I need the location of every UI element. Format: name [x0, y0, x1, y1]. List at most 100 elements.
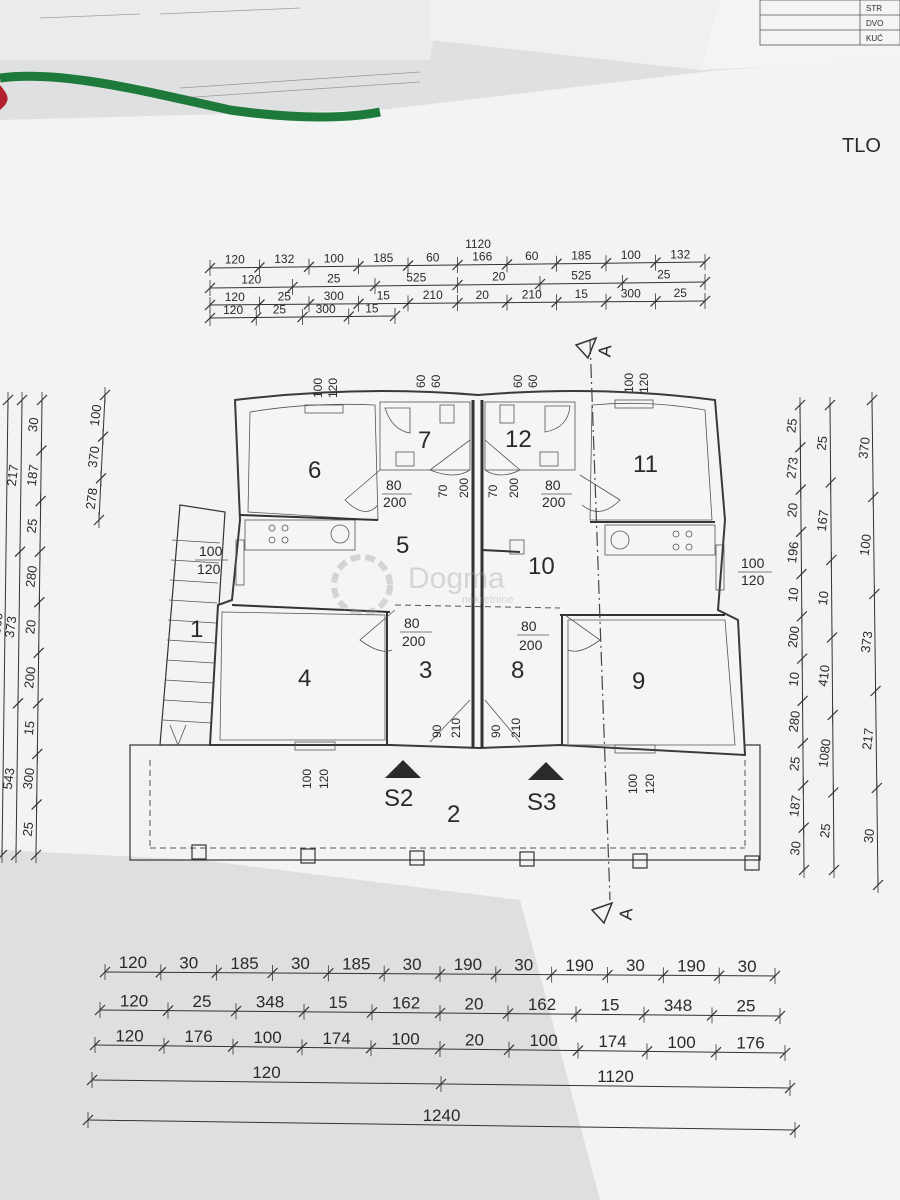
background-paper-left — [0, 0, 440, 60]
dimension-value: 132 — [274, 252, 294, 266]
dimension-value: 10 — [785, 587, 802, 603]
dimension-value: 25 — [674, 286, 688, 300]
dimension-value: 25 — [193, 992, 212, 1011]
dimension-value: 15 — [365, 301, 379, 315]
dimension-value: 20 — [476, 288, 490, 302]
dimension-value: 300 — [324, 289, 344, 303]
dimension-value: 60 — [525, 249, 539, 263]
dimension-value: 60 — [426, 250, 440, 264]
dimension-value: 525 — [406, 271, 426, 285]
dimension-value: 185 — [230, 954, 258, 973]
opening-width: 70 — [486, 484, 500, 498]
dimension-value: 30 — [25, 417, 42, 433]
right-dimension-chains: 2527320196102001028025187302516710410108… — [783, 392, 884, 893]
dimension-value: 25 — [24, 518, 41, 534]
dimension-value: 120 — [241, 273, 261, 287]
dimension-value: 100 — [324, 252, 344, 266]
dimension-value: 187 — [24, 464, 42, 487]
opening-height: 200 — [542, 494, 566, 510]
opening-height: 120 — [326, 378, 340, 398]
opening-width: 90 — [489, 724, 503, 738]
dimension-value: 100 — [621, 248, 641, 262]
opening-width: 100 — [741, 555, 765, 571]
dimension-value: 10 — [815, 590, 832, 606]
dimension-value: 278 — [83, 487, 101, 510]
dimension-value: 120 — [223, 303, 243, 317]
dimension-value: 30 — [291, 954, 310, 973]
dimension-value: 15 — [21, 720, 38, 736]
dimension-value: 370 — [85, 445, 103, 468]
dimension-value: 210 — [423, 288, 443, 302]
table-row-2: DVO — [866, 19, 883, 28]
vertical-opening-labels: 100 120 60 60 60 60 100 120 70 200 70 20… — [300, 373, 657, 794]
dimension-value: 100 — [529, 1031, 557, 1050]
dimension-value: 210 — [522, 287, 542, 301]
opening-width: 100 — [622, 373, 636, 393]
dimension-value: 348 — [256, 993, 284, 1012]
dimension-value: 30 — [861, 828, 878, 844]
dimension-value: 25 — [657, 268, 671, 282]
dimension-value: 300 — [621, 287, 641, 301]
background-paper-table — [700, 0, 900, 70]
opening-width: 60 — [511, 374, 525, 388]
dimension-value: 120 — [119, 953, 147, 972]
opening-width: 100 — [311, 378, 325, 398]
opening-width: 80 — [545, 477, 561, 493]
sanitary-fixtures — [384, 404, 571, 467]
dimension-value: 217 — [4, 464, 22, 487]
opening-height: 120 — [741, 572, 765, 588]
room-number: 12 — [505, 426, 532, 453]
dimension-value: 20 — [465, 1030, 484, 1049]
outer-walls — [208, 390, 747, 757]
dimension-value: 273 — [783, 456, 801, 479]
room-number: 4 — [298, 665, 311, 692]
section-marker-top: A — [574, 336, 615, 360]
dimension-value: 185 — [571, 249, 591, 263]
room-number: 9 — [632, 668, 645, 695]
dimension-value: 200 — [21, 666, 39, 689]
dimension-value: 1060 — [0, 612, 6, 643]
entrance-arrow-s2 — [385, 760, 421, 778]
opening-height: 60 — [526, 374, 540, 388]
dimension-value: 120 — [120, 991, 148, 1010]
dimension-value: 373 — [2, 615, 20, 638]
dimension-value: 1080 — [815, 738, 833, 769]
room-number: 11 — [633, 451, 658, 478]
entrance-arrow-s3 — [528, 762, 564, 780]
section-marker-bottom: A — [590, 901, 637, 925]
bathroom-right-outline — [484, 401, 576, 471]
title-block-table: STR DVO KUĆ — [759, 0, 900, 46]
dimension-value: 30 — [738, 957, 757, 976]
table-row-3: KUĆ — [866, 34, 883, 43]
kitchen-counters — [244, 519, 716, 556]
dimension-value: 176 — [736, 1034, 764, 1053]
opening-height: 210 — [449, 718, 463, 738]
room-number: 1 — [190, 616, 203, 643]
dimension-value: 25 — [817, 823, 834, 839]
dimension-value: 20 — [22, 619, 39, 635]
dimension-value: 190 — [565, 956, 593, 975]
dimension-value: 120 — [115, 1026, 143, 1045]
dimension-value: 132 — [670, 247, 690, 261]
dimension-value: 25 — [814, 435, 831, 451]
opening-width: 100 — [199, 543, 223, 559]
dimension-value: 15 — [377, 289, 391, 303]
room-number: 2 — [447, 801, 460, 828]
hand-shadow — [0, 850, 600, 1200]
dimension-value: 30 — [179, 954, 198, 973]
background-paper-stamp — [430, 0, 720, 70]
dimension-value: 187 — [786, 794, 804, 817]
dimension-value: 162 — [528, 995, 556, 1014]
background-note-lines — [39, 7, 421, 99]
entrance-label-s2: S2 — [384, 785, 413, 812]
dimension-value: 300 — [20, 767, 38, 790]
opening-height: 120 — [197, 561, 221, 577]
dimension-total: 1120 — [465, 237, 491, 251]
dimension-value: 25 — [783, 417, 800, 433]
dimension-value: 100 — [253, 1028, 281, 1047]
opening-height: 60 — [429, 374, 443, 388]
watermark-text: Dogma — [408, 562, 505, 595]
dimension-value: 120 — [225, 290, 245, 304]
dimension-value: 25 — [278, 289, 292, 303]
dimension-value: 10 — [786, 671, 803, 687]
